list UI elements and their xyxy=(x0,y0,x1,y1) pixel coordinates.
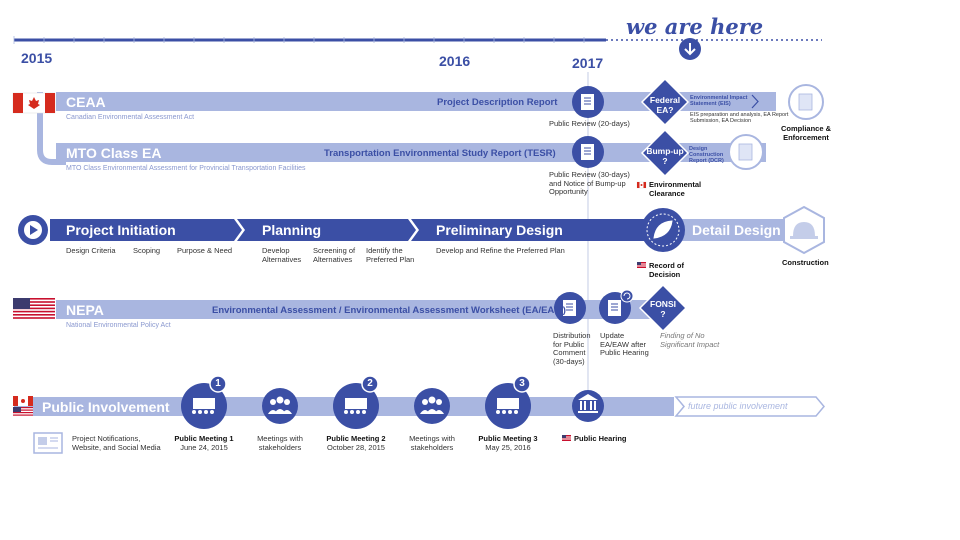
finding-label: Finding of No Significant Impact xyxy=(660,331,720,349)
fonsi-diamond-text: FONSI? xyxy=(650,299,676,319)
ceaa-document-icon xyxy=(572,86,604,118)
phase-project-initiation-label: Project Initiation xyxy=(66,222,176,238)
nepa-report-label: Environmental Assessment / Environmental… xyxy=(212,305,566,316)
public-hearing-label: Public Hearing xyxy=(574,434,627,443)
future-involvement-arrow xyxy=(674,396,825,417)
ceaa-subtitle: Canadian Environmental Assessment Act xyxy=(66,114,195,121)
update-label: Update EA/EAW after Public Hearing xyxy=(600,331,649,357)
meeting-1-number: 1 xyxy=(215,378,221,389)
mto-document-icon xyxy=(572,136,604,168)
phase-planning-label: Planning xyxy=(262,222,322,238)
nepa-title: NEPA xyxy=(66,302,104,318)
mto-subtitle: MTO Class Environmental Assessment for P… xyxy=(66,165,306,172)
compliance-document-icon xyxy=(788,84,824,120)
ceaa-review-label: Public Review (20-days) xyxy=(549,119,630,128)
sub-design-criteria: Design Criteria xyxy=(66,246,116,255)
nepa-bar xyxy=(56,300,656,319)
stakeholders-1-label: Meetings with stakeholders xyxy=(257,434,303,452)
canada-small-flag-icon xyxy=(636,181,647,189)
eis-title: Environmental Impact Statement (EIS) xyxy=(690,95,748,107)
ceaa-report-label: Project Description Report xyxy=(437,97,558,108)
public-hearing-building-icon xyxy=(572,390,604,422)
dcr-label: Design Construction Report (DCR) xyxy=(689,146,724,164)
year-2015-label: 2015 xyxy=(21,50,53,66)
sub-screening-alternatives: Screening of Alternatives xyxy=(313,246,356,264)
year-2017-label: 2017 xyxy=(572,55,604,71)
us-small-flag-icon xyxy=(637,262,646,268)
we-are-here-label: we are here xyxy=(626,14,764,39)
nepa-subtitle: National Environmental Policy Act xyxy=(66,322,171,329)
ceaa-title: CEAA xyxy=(66,94,106,110)
record-of-decision-label: Record of Decision xyxy=(649,261,685,279)
stakeholders-2-label: Meetings with stakeholders xyxy=(409,434,455,452)
timeline-ticks xyxy=(13,36,585,44)
fonsi-decision-diamond xyxy=(638,283,688,333)
canada-us-flags-icon xyxy=(13,396,33,417)
us-small-flag-icon-2 xyxy=(562,435,571,441)
sub-purpose-need: Purpose & Need xyxy=(177,246,233,255)
phase-preliminary-design-label: Preliminary Design xyxy=(436,222,563,238)
sub-develop-refine: Develop and Refine the Preferred Plan xyxy=(436,246,565,255)
phase-planning xyxy=(237,219,416,241)
phase-detail-design-label: Detail Design xyxy=(692,222,781,238)
phase-detail-design xyxy=(651,219,795,241)
ceaa-mto-connector xyxy=(37,92,66,165)
future-involvement-label: future public involvement xyxy=(688,401,788,411)
environmental-clearance-label: Environmental Clearance xyxy=(649,180,702,198)
bump-up-decision-diamond xyxy=(640,128,690,178)
arrow-down-icon xyxy=(684,43,696,56)
compliance-label: Compliance & Enforcement xyxy=(780,124,831,142)
nepa-update-document-icon xyxy=(599,289,634,324)
public-involvement-title: Public Involvement xyxy=(42,399,170,415)
us-flag-icon xyxy=(13,298,55,319)
bump-up-diamond-text: Bump-up? xyxy=(646,146,684,166)
website-icon xyxy=(33,432,63,454)
canada-flag-icon xyxy=(12,92,56,114)
eis-description: EIS preparation and analysis, EA Report … xyxy=(690,112,789,124)
meeting-2-number: 2 xyxy=(367,378,373,389)
sub-develop-alternatives: Develop Alternatives xyxy=(262,246,302,264)
federal-ea-decision-diamond xyxy=(640,77,690,127)
construction-label: Construction xyxy=(782,258,829,267)
year-2016-label: 2016 xyxy=(439,53,471,69)
public-meeting-1-icon xyxy=(181,375,227,429)
construction-helmet-icon xyxy=(783,205,825,255)
mto-title: MTO Class EA xyxy=(66,145,162,161)
notifications-label: Project Notifications, Website, and Soci… xyxy=(72,434,161,452)
stakeholders-2-icon xyxy=(414,388,450,424)
stakeholders-1-icon xyxy=(262,388,298,424)
distribution-label: Distribution for Public Comment (30-days… xyxy=(553,331,591,366)
phase-preliminary-design xyxy=(411,219,656,241)
sub-scoping: Scoping xyxy=(133,246,161,255)
mto-review-label: Public Review (30-days) and Notice of Bu… xyxy=(549,170,630,196)
meeting-3-number: 3 xyxy=(519,378,525,389)
sub-preferred-plan: Identify the Preferred Plan xyxy=(366,246,415,264)
public-meeting-2-icon xyxy=(333,375,379,429)
nepa-document-icon xyxy=(554,292,586,324)
phase-project-initiation xyxy=(50,219,242,241)
mto-report-label: Transportation Environmental Study Repor… xyxy=(324,148,556,159)
public-meeting-3-icon xyxy=(485,375,531,429)
record-of-decision-seal-icon xyxy=(641,208,685,252)
dcr-document-icon xyxy=(728,134,764,170)
